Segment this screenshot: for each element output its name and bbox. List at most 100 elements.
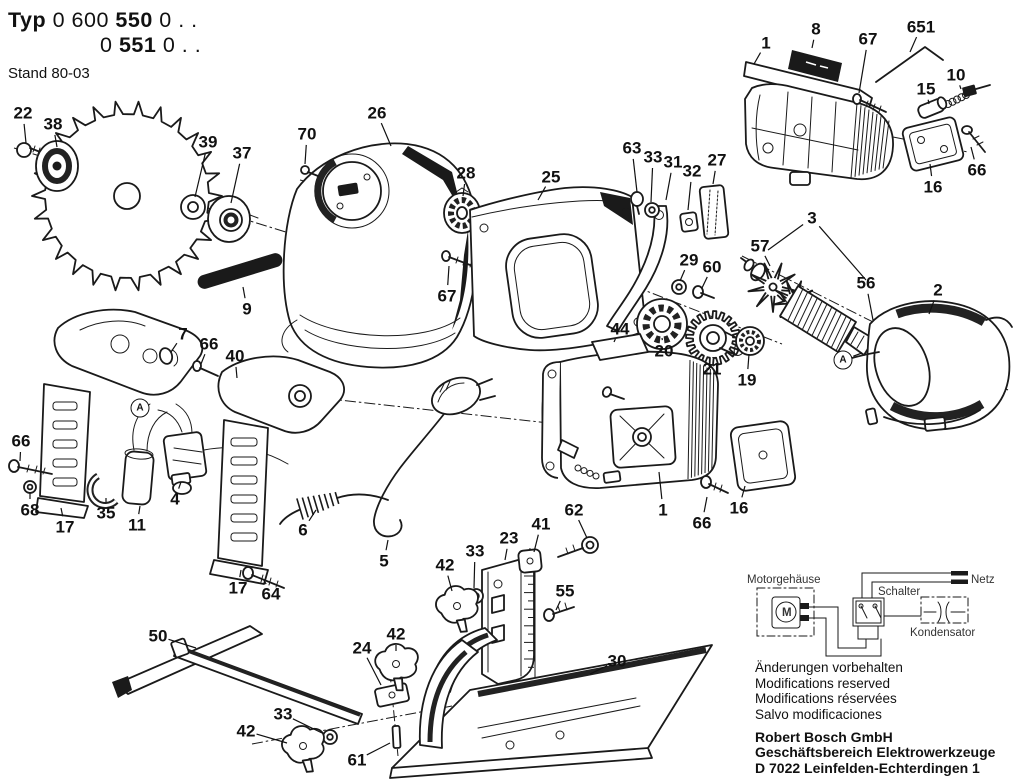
type-number-line2: 0 551 0 . . [100, 33, 202, 57]
insulation-strip-9 [197, 253, 283, 289]
callout-22: 22 [13, 103, 33, 123]
saw-blade [31, 100, 223, 292]
callout-55: 55 [555, 581, 575, 601]
ball-bearing-19 [735, 326, 765, 356]
callout-62: 62 [564, 500, 584, 520]
ball-bearing-20 [636, 298, 688, 350]
brush-cap-7 [158, 347, 179, 367]
clamp-35 [86, 473, 119, 509]
callout-63: 63 [622, 138, 642, 158]
callout-23: 23 [499, 528, 519, 548]
callout-9: 9 [242, 299, 252, 319]
typ-label: Typ [8, 8, 47, 32]
callout-67: 67 [858, 29, 878, 49]
brush-holder-27 [698, 184, 730, 240]
callout-61: 61 [347, 750, 367, 770]
callout-42: 42 [236, 721, 256, 741]
power-cord-5 [279, 376, 496, 538]
screw-66-mid [192, 360, 219, 377]
callout-30: 30 [607, 651, 627, 671]
screw-55 [543, 602, 575, 622]
callout-29: 29 [679, 250, 699, 270]
ref-marker-a: A [130, 398, 150, 418]
flange-37 [207, 195, 259, 243]
sleeve-15 [917, 96, 948, 119]
company-address: Robert Bosch GmbH Geschäftsbereich Elekt… [755, 730, 995, 775]
callout-651: 651 [906, 17, 936, 37]
ref-marker-a: A [833, 350, 853, 370]
screw-64 [242, 566, 285, 589]
note-line: Salvo modificaciones [755, 706, 882, 722]
callout-37: 37 [232, 143, 252, 163]
callout-50: 50 [148, 626, 168, 646]
callout-64: 64 [261, 584, 281, 604]
callout-32: 32 [682, 161, 702, 181]
callout-31: 31 [663, 152, 683, 172]
screw-62 [557, 536, 599, 558]
type-number-line1: Typ 0 600 550 0 . . [8, 8, 198, 32]
allen-key-651 [875, 46, 944, 83]
screw-66-left [8, 459, 53, 475]
washer-29 [671, 279, 687, 295]
callout-15: 15 [916, 79, 936, 99]
callout-4: 4 [170, 489, 180, 509]
square-nut-41 [517, 548, 543, 574]
callout-11: 11 [128, 515, 146, 535]
change-notes: Änderungen vorbehalten Modifications res… [755, 660, 995, 722]
bearing-cover-25 [469, 186, 647, 352]
label-44 [591, 333, 649, 361]
callout-41: 41 [531, 514, 551, 534]
screw-67-mid [441, 250, 479, 269]
handle-half-17-left [35, 308, 204, 519]
callout-16: 16 [729, 498, 749, 518]
note-line: Modifications réservées [755, 691, 897, 707]
switch-label: Schalter [878, 586, 920, 598]
callout-17: 17 [228, 578, 248, 598]
callout-33: 33 [643, 147, 663, 167]
callout-27: 27 [707, 150, 727, 170]
pin-61 [391, 725, 402, 749]
motor-housing-1-center [541, 350, 719, 489]
callout-56: 56 [856, 273, 876, 293]
callout-40: 40 [225, 346, 245, 366]
callout-2: 2 [933, 280, 943, 300]
square-nut-32 [679, 211, 699, 233]
depth-guide-23 [481, 559, 536, 685]
callout-42: 42 [435, 555, 455, 575]
washer-33-bottom [322, 729, 338, 745]
cord-sleeve-6 [296, 491, 340, 520]
screw-66-top [961, 125, 986, 153]
blade-guard-26 [281, 142, 478, 369]
callout-7: 7 [178, 324, 188, 344]
clamping-flange-38 [35, 140, 79, 192]
wiring-inset: M Motorgehäuse Schalter Netz Kondensator [747, 571, 995, 657]
callout-24: 24 [352, 638, 372, 658]
screw-60 [692, 285, 715, 299]
wing-knobs-42 [281, 585, 479, 773]
callout-1: 1 [761, 33, 771, 53]
screw-66-bottom [700, 475, 729, 494]
brush-cover-16-top [901, 116, 965, 172]
switch-4 [157, 403, 289, 495]
carbon-brush-10 [944, 84, 991, 108]
switch-box [852, 597, 885, 627]
screw-70 [300, 165, 319, 177]
capacitor-box [920, 596, 969, 624]
callout-57: 57 [750, 236, 770, 256]
callout-42: 42 [386, 624, 406, 644]
washer-33-top [644, 202, 660, 218]
note-line: Modifications reserved [755, 675, 891, 691]
cover-16-bottom [729, 420, 797, 492]
callout-25: 25 [541, 167, 561, 187]
callout-33: 33 [465, 541, 485, 561]
capacitor-label: Kondensator [910, 627, 975, 639]
callout-16: 16 [923, 177, 943, 197]
callout-35: 35 [96, 503, 116, 523]
capacitor-11 [121, 403, 168, 506]
motor-symbol: M [782, 607, 792, 619]
callout-44: 44 [610, 319, 630, 339]
callout-3: 3 [807, 208, 817, 228]
callout-8: 8 [811, 19, 821, 39]
company-line: D 7022 Leinfelden-Echterdingen 1 [755, 759, 980, 776]
